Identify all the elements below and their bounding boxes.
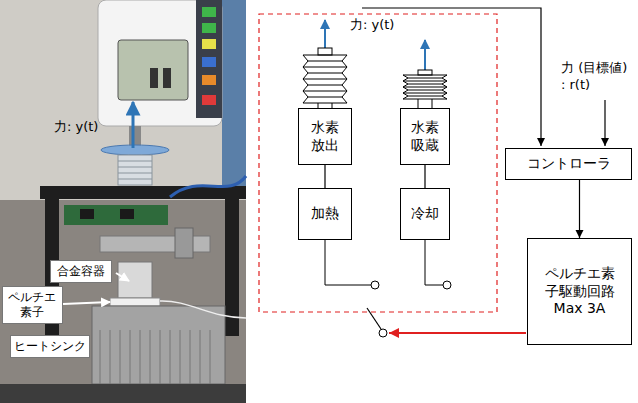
force-arrow xyxy=(132,102,135,148)
connector-line xyxy=(579,180,580,238)
photo-background xyxy=(0,0,246,403)
switch-pivot xyxy=(379,329,387,337)
button xyxy=(202,57,216,67)
node-text: ペルチエ 素子 xyxy=(6,290,59,320)
alloy-container xyxy=(118,262,152,298)
force-label: 力: y(t) xyxy=(54,119,98,136)
drive-arrow xyxy=(389,332,526,334)
heat-sink xyxy=(92,306,225,384)
bellows xyxy=(118,161,152,179)
cable xyxy=(170,176,246,197)
controller-box: コントローラ xyxy=(505,148,632,180)
chip xyxy=(120,209,134,219)
base xyxy=(0,384,246,403)
part-label: 合金容器 xyxy=(50,260,112,283)
part-label: ヒートシンク xyxy=(10,335,90,358)
circuit-board xyxy=(64,205,168,225)
peltier-element xyxy=(110,298,160,306)
gauge-disc xyxy=(101,145,169,155)
process-box: 水素 吸蔵 xyxy=(400,108,450,165)
node-text: 加熱 xyxy=(311,205,339,223)
photo-background xyxy=(0,200,246,384)
button xyxy=(202,75,216,85)
button xyxy=(202,7,216,17)
node-text: ペルチエ素 子駆動回路 Max 3A xyxy=(542,265,618,318)
node-text: コントローラ xyxy=(527,155,611,173)
node-text: 合金容器 xyxy=(57,264,105,279)
leader-arrow xyxy=(63,302,110,304)
heat-sink-fins xyxy=(100,330,210,384)
node-text: 水素 放出 xyxy=(307,119,343,154)
connector-line xyxy=(424,165,425,188)
bellows-extended xyxy=(303,55,347,103)
display-segment xyxy=(150,68,158,88)
switch-contact xyxy=(443,281,451,289)
display-segment xyxy=(163,68,171,88)
driver-box: ペルチエ素 子駆動回路 Max 3A xyxy=(527,238,632,345)
process-box: 水素 放出 xyxy=(298,108,352,165)
chip xyxy=(80,209,94,219)
wire xyxy=(325,240,371,285)
wire xyxy=(160,301,246,318)
bellows-cap xyxy=(418,70,432,75)
photo xyxy=(0,0,246,403)
force-gauge xyxy=(98,0,222,126)
process-box: 加熱 xyxy=(298,188,352,240)
connector-line xyxy=(324,165,325,188)
node-text: 冷却 xyxy=(411,205,439,223)
process-box: 冷却 xyxy=(400,188,450,240)
gauge-display xyxy=(118,40,188,100)
button xyxy=(202,95,216,105)
switch-contact xyxy=(371,281,379,289)
frame-post xyxy=(225,186,239,336)
valve xyxy=(175,228,193,258)
wire xyxy=(425,240,443,285)
switch-arm xyxy=(367,308,381,329)
part-label: ペルチエ 素子 xyxy=(2,286,63,324)
node-text: 水素 吸蔵 xyxy=(407,119,443,154)
bellows-neck xyxy=(418,99,432,108)
frame-column xyxy=(222,0,246,186)
gauge-rod xyxy=(129,126,141,146)
bellows xyxy=(118,155,152,185)
dashed-region xyxy=(259,14,497,312)
reference-arrow xyxy=(604,100,605,146)
bellows-cap xyxy=(318,48,332,55)
button-panel xyxy=(196,0,222,118)
force-arrow xyxy=(324,20,326,50)
frame-bar xyxy=(40,186,246,199)
reference-label: 力 (目標値) : r(t) xyxy=(561,60,631,94)
bellows-compressed xyxy=(403,75,447,99)
node-text: ヒートシンク xyxy=(14,339,86,354)
button xyxy=(202,39,216,49)
leader-arrow xyxy=(116,273,129,281)
button xyxy=(202,23,216,33)
force-label: 力: y(t) xyxy=(350,17,394,34)
force-arrow xyxy=(424,40,426,73)
